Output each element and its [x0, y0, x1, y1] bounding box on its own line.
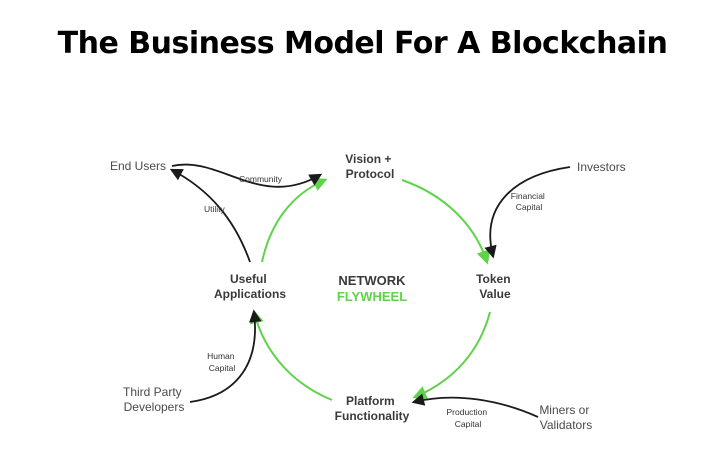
- flow-label-human-capital: Human Capital: [207, 351, 237, 373]
- flywheel-arc-platform-to-apps: [250, 309, 333, 401]
- actor-miners-validators: Miners or Validators: [539, 403, 592, 432]
- flow-label-utility: Utility: [204, 204, 226, 214]
- flow-label-production-capital: Production Capital: [446, 407, 489, 429]
- flow-arrow-production-capital: [411, 393, 539, 418]
- actor-third-party-developers: Third Party Developers: [123, 385, 185, 414]
- flow-arrow-utility: [169, 168, 251, 263]
- flow-label-community: Community: [239, 174, 283, 184]
- flow-arrow-community: [171, 163, 323, 188]
- node-useful-applications: Useful Applications: [214, 272, 286, 301]
- page-title: The Business Model For A Blockchain: [57, 26, 668, 61]
- actor-investors: Investors: [577, 160, 626, 174]
- center-label-network: NETWORK: [338, 273, 406, 288]
- node-platform-functionality: Platform Functionality: [335, 394, 410, 423]
- flow-arrow-financial-capital: [484, 166, 571, 259]
- flywheel-arc-token-to-platform: [412, 311, 491, 400]
- actor-end-users: End Users: [110, 159, 166, 173]
- center-label-flywheel: FLYWHEEL: [337, 289, 407, 304]
- flywheel-arc-apps-to-vision: [261, 177, 328, 263]
- node-token-value: Token Value: [476, 272, 514, 301]
- node-vision-protocol: Vision + Protocol: [345, 152, 394, 181]
- flywheel-arc-vision-to-token: [401, 179, 491, 265]
- flow-arrow-human-capital: [189, 309, 262, 403]
- flow-label-financial-capital: Financial Capital: [511, 191, 547, 212]
